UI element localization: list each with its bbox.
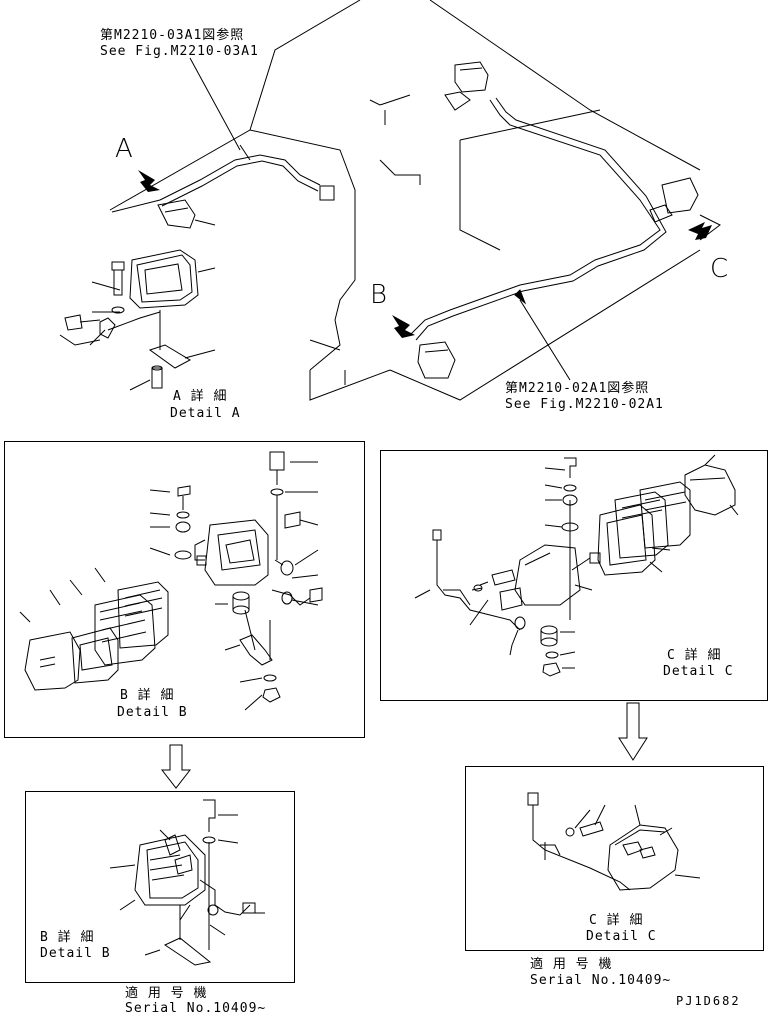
detail-b-frame: [4, 441, 365, 738]
detail-c-en: Detail C: [663, 664, 734, 679]
detail-b2-jp: B 詳 細: [40, 930, 95, 945]
detail-b-en: Detail B: [117, 705, 188, 720]
detail-b2-en: Detail B: [40, 946, 111, 961]
view-letter-b: B: [370, 280, 388, 310]
detail-c-jp: C 詳 細: [667, 648, 722, 663]
view-letter-c: C: [710, 254, 729, 284]
ref-top-jp: 第M2210-03A1図参照: [100, 28, 245, 43]
detail-b-jp: B 詳 細: [120, 688, 175, 703]
detail-c2-en: Detail C: [586, 929, 657, 944]
detail-a-en: Detail A: [170, 406, 241, 421]
ref-mid-jp: 第M2210-02A1図参照: [505, 381, 650, 396]
serial-left-jp: 適 用 号 機: [125, 986, 208, 1001]
ref-leader-mid: [519, 299, 571, 381]
detail-c2-frame: [465, 766, 764, 951]
ref-top-en: See Fig.M2210-03A1: [100, 44, 259, 59]
serial-right-jp: 適 用 号 機: [530, 957, 613, 972]
harness-right: [409, 97, 667, 341]
view-letter-a: A: [115, 134, 133, 164]
lamp-b: [417, 341, 456, 379]
detail-c-parts: [414, 454, 739, 677]
machine-outline: [109, 0, 721, 401]
detail-c-frame: [380, 450, 768, 701]
serial-right-en: Serial No.10409~: [530, 973, 672, 988]
detail-a-parts: [59, 199, 216, 391]
drawing-code: PJ1D682: [676, 994, 741, 1008]
lamp-right: [649, 177, 699, 223]
lamp-top: [444, 61, 489, 111]
lamp-a: [157, 199, 196, 229]
down-arrows: [160, 702, 648, 789]
ref-leader-top: [189, 57, 241, 151]
view-arrows: [138, 170, 712, 338]
detail-c2-parts: [527, 792, 701, 891]
harness-a: [159, 144, 335, 207]
detail-b2-parts: [109, 799, 265, 966]
ref-mid-en: See Fig.M2210-02A1: [505, 397, 664, 412]
detail-b-parts: [19, 451, 323, 711]
detail-a-jp: A 詳 細: [173, 389, 228, 404]
detail-c2-jp: C 詳 細: [589, 913, 644, 928]
serial-left-en: Serial No.10409~: [125, 1001, 267, 1016]
detail-b2-frame: [25, 791, 295, 983]
